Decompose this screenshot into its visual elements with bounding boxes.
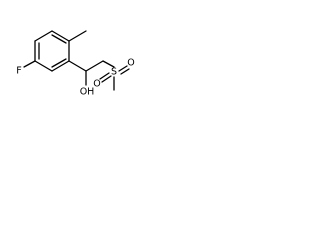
hydroxyl-label: OH [80, 87, 95, 98]
sulfonyl-double-bond-right-a [118, 65, 128, 72]
sulfonyl-oxygen-left-label: O [93, 79, 100, 90]
benzene-ring [34, 30, 70, 72]
carbinol-bond [68, 60, 87, 72]
fluorine-label: F [16, 66, 21, 77]
methyl-bond [68, 30, 87, 42]
ring-bond-c6-c1 [51, 60, 70, 72]
sulfonyl-oxygen-right-label: O [127, 58, 134, 69]
sulfonyl-double-bond-right-b [120, 68, 130, 75]
ring-double-bond-c6-c1 [51, 58, 67, 68]
ring-bond-c2-c3 [51, 30, 70, 42]
sulfur-bond [102, 60, 115, 68]
chemical-structure: F OH S O O [16, 30, 135, 98]
fluoro-bond [23, 60, 36, 68]
ring-double-bond-c2-c3 [51, 34, 67, 44]
ring-bond-c5-c6 [34, 60, 53, 72]
methylene-bond [85, 60, 104, 72]
ring-bond-c3-c4 [34, 30, 53, 42]
sulfur-label: S [111, 67, 117, 78]
sulfonyl-double-bond-left-a [99, 72, 110, 80]
sulfonyl-double-bond-left-b [101, 75, 112, 83]
